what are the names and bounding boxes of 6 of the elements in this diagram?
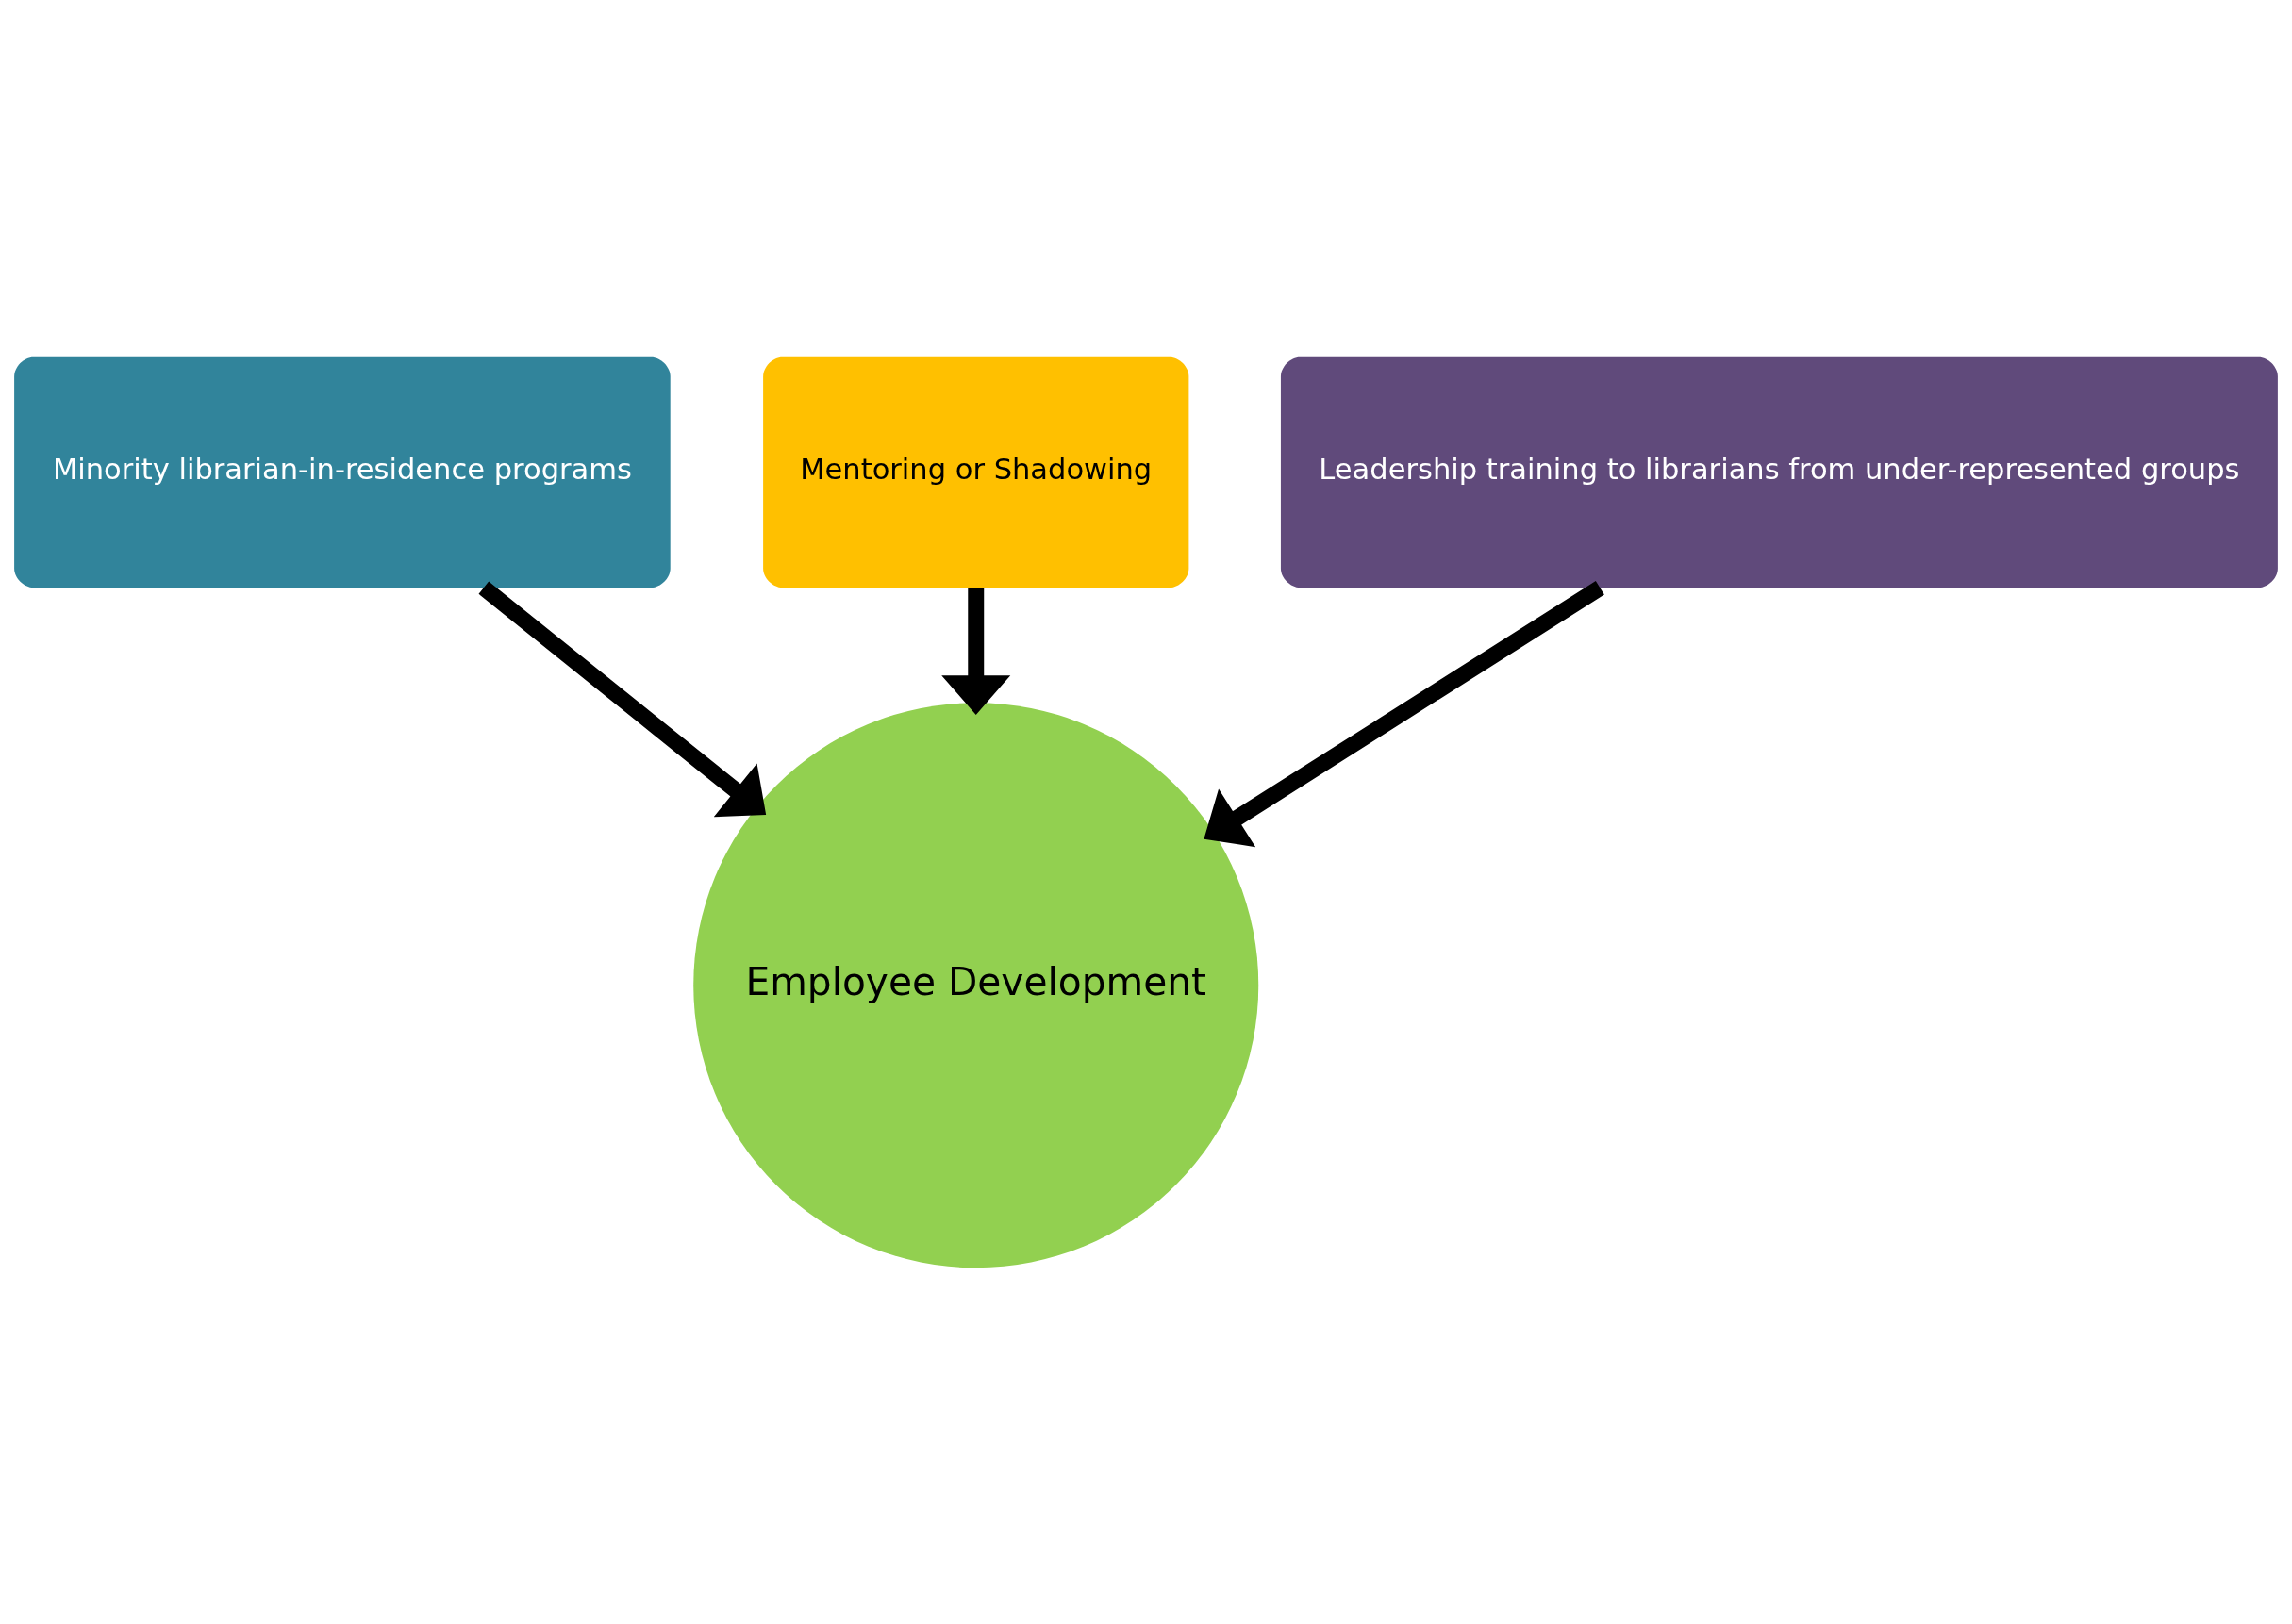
arrow: [1204, 580, 1604, 847]
node-box: Leadership training to librarians from under-represented groups: [1280, 356, 2278, 588]
node-box: Minority librarian-in-residence programs: [14, 356, 671, 588]
arrow: [478, 581, 767, 817]
node-box: Mentoring or Shadowing: [763, 356, 1189, 588]
arrow: [941, 587, 1011, 715]
